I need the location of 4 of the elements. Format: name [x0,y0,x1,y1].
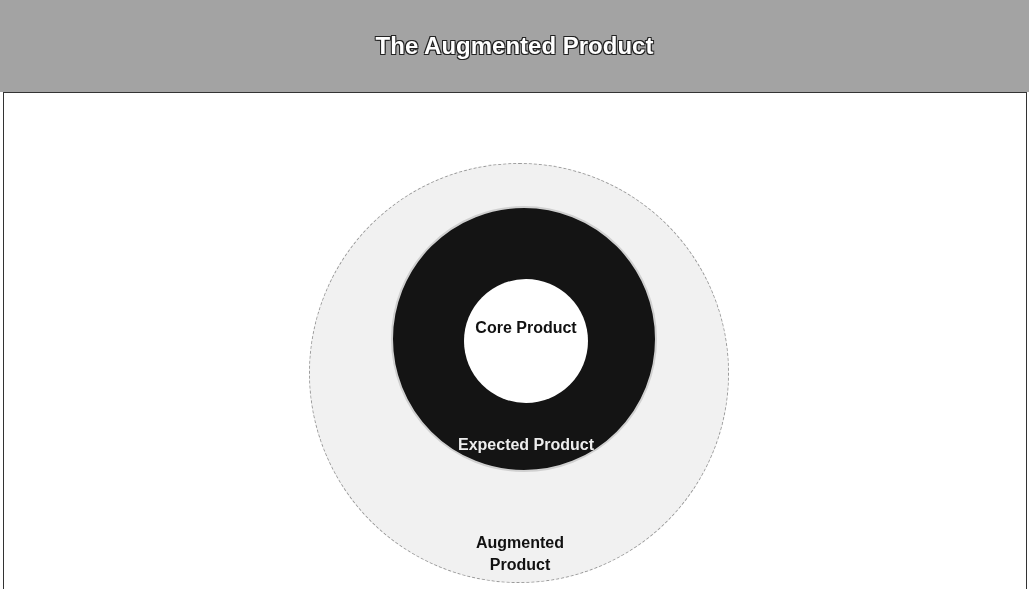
circle-label: Expected Product [457,435,595,455]
title: The Augmented Product [375,31,654,61]
circle-label: Augmented Product [475,533,565,575]
circle-label: Core Product [474,318,578,338]
